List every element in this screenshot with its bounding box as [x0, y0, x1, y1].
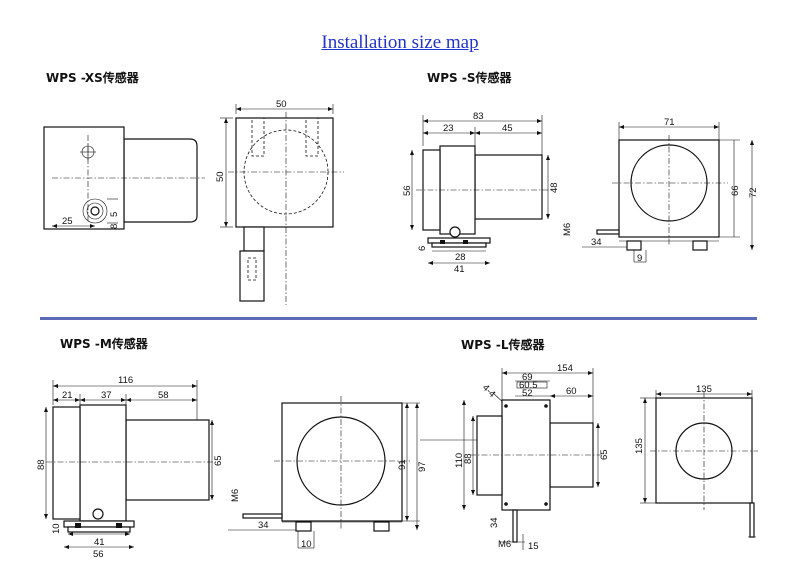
- sensor-l-label: WPS -L传感器: [461, 337, 545, 352]
- m-dim-88: 88: [36, 459, 47, 470]
- m-side-view: 116 21 37 58 88 65 10 41: [36, 375, 224, 560]
- s-dim-83: 83: [473, 111, 484, 122]
- m-dim-91: 91: [397, 459, 408, 470]
- sensor-s-label: WPS -S传感器: [427, 70, 512, 85]
- m-dim-37: 37: [101, 390, 112, 401]
- xs-dim-5: 5: [109, 212, 120, 217]
- l-dim-60: 60: [566, 386, 577, 397]
- s-dim-34: 34: [591, 237, 602, 248]
- m-dim-56: 56: [93, 549, 104, 560]
- l-dim-110: 110: [454, 453, 465, 468]
- l-dim-34: 34: [489, 517, 500, 528]
- xs-dim-50-height: 50: [215, 171, 226, 182]
- s-dim-66: 66: [730, 185, 741, 196]
- m-dim-10b: 10: [301, 539, 312, 550]
- xs-dim-25: 25: [62, 216, 73, 227]
- xs-dim-50-width: 50: [276, 99, 287, 110]
- s-dim-45: 45: [502, 123, 513, 134]
- l-dim-135-height: 135: [634, 438, 645, 454]
- m-dim-65: 65: [213, 455, 224, 466]
- m-dim-97: 97: [417, 461, 428, 472]
- s-side-view: 83 23 45 56 48 6 28 41: [402, 111, 560, 275]
- xs-side-view: 25 8 5: [43, 126, 205, 230]
- l-dim-135-width: 135: [696, 384, 712, 395]
- l-dim-m6: M6: [498, 539, 511, 550]
- xs-dim-8: 8: [109, 224, 120, 229]
- s-dim-48: 48: [549, 182, 560, 193]
- m-dim-21: 21: [62, 390, 73, 401]
- m-dim-m6: M6: [230, 489, 241, 502]
- m-front-view: M6 34 10 91 97: [228, 396, 478, 550]
- s-dim-28: 28: [455, 252, 466, 263]
- l-dim-154: 154: [557, 363, 573, 374]
- m-dim-41: 41: [94, 537, 105, 548]
- l-front-view: 135 135: [634, 384, 758, 538]
- s-dim-56: 56: [402, 185, 413, 196]
- section-divider: [40, 317, 757, 320]
- sensor-l: WPS -L传感器 154 69 60.5 52 60 4-4 1: [454, 337, 758, 552]
- page-title[interactable]: Installation size map: [321, 32, 479, 53]
- xs-front-view: 50 50: [215, 99, 344, 305]
- m-dim-116: 116: [118, 375, 133, 386]
- l-dim-52: 52: [522, 388, 533, 399]
- sensor-xs: WPS -XS传感器 25 8 5 50: [43, 70, 344, 305]
- s-dim-6: 6: [417, 246, 428, 251]
- s-front-view: 71 M6 34 9 66 72: [562, 117, 759, 264]
- l-dim-60-5: 60.5: [519, 380, 538, 391]
- s-dim-23: 23: [443, 123, 454, 134]
- m-dim-58: 58: [158, 390, 169, 401]
- s-dim-9: 9: [637, 253, 642, 264]
- s-dim-41: 41: [454, 264, 465, 275]
- l-dim-15: 15: [528, 541, 539, 552]
- l-side-view: 154 69 60.5 52 60 4-4 110 88: [454, 363, 610, 552]
- sensor-s: WPS -S传感器 83 23 45 56 48 6: [402, 70, 759, 275]
- sensor-m-label: WPS -M传感器: [60, 336, 149, 351]
- s-dim-72: 72: [748, 187, 759, 198]
- m-dim-34: 34: [258, 520, 269, 531]
- l-dim-65: 65: [599, 449, 610, 460]
- m-dim-10a: 10: [51, 523, 62, 534]
- l-dim-4-4: 4-4: [480, 382, 497, 399]
- s-dim-m6: M6: [562, 223, 573, 236]
- l-dim-69: 69: [522, 372, 533, 383]
- sensor-xs-label: WPS -XS传感器: [46, 70, 140, 85]
- sensor-m: WPS -M传感器 116 21 37 58 88 65: [36, 336, 478, 560]
- s-dim-71: 71: [664, 117, 675, 128]
- l-dim-88: 88: [463, 453, 474, 464]
